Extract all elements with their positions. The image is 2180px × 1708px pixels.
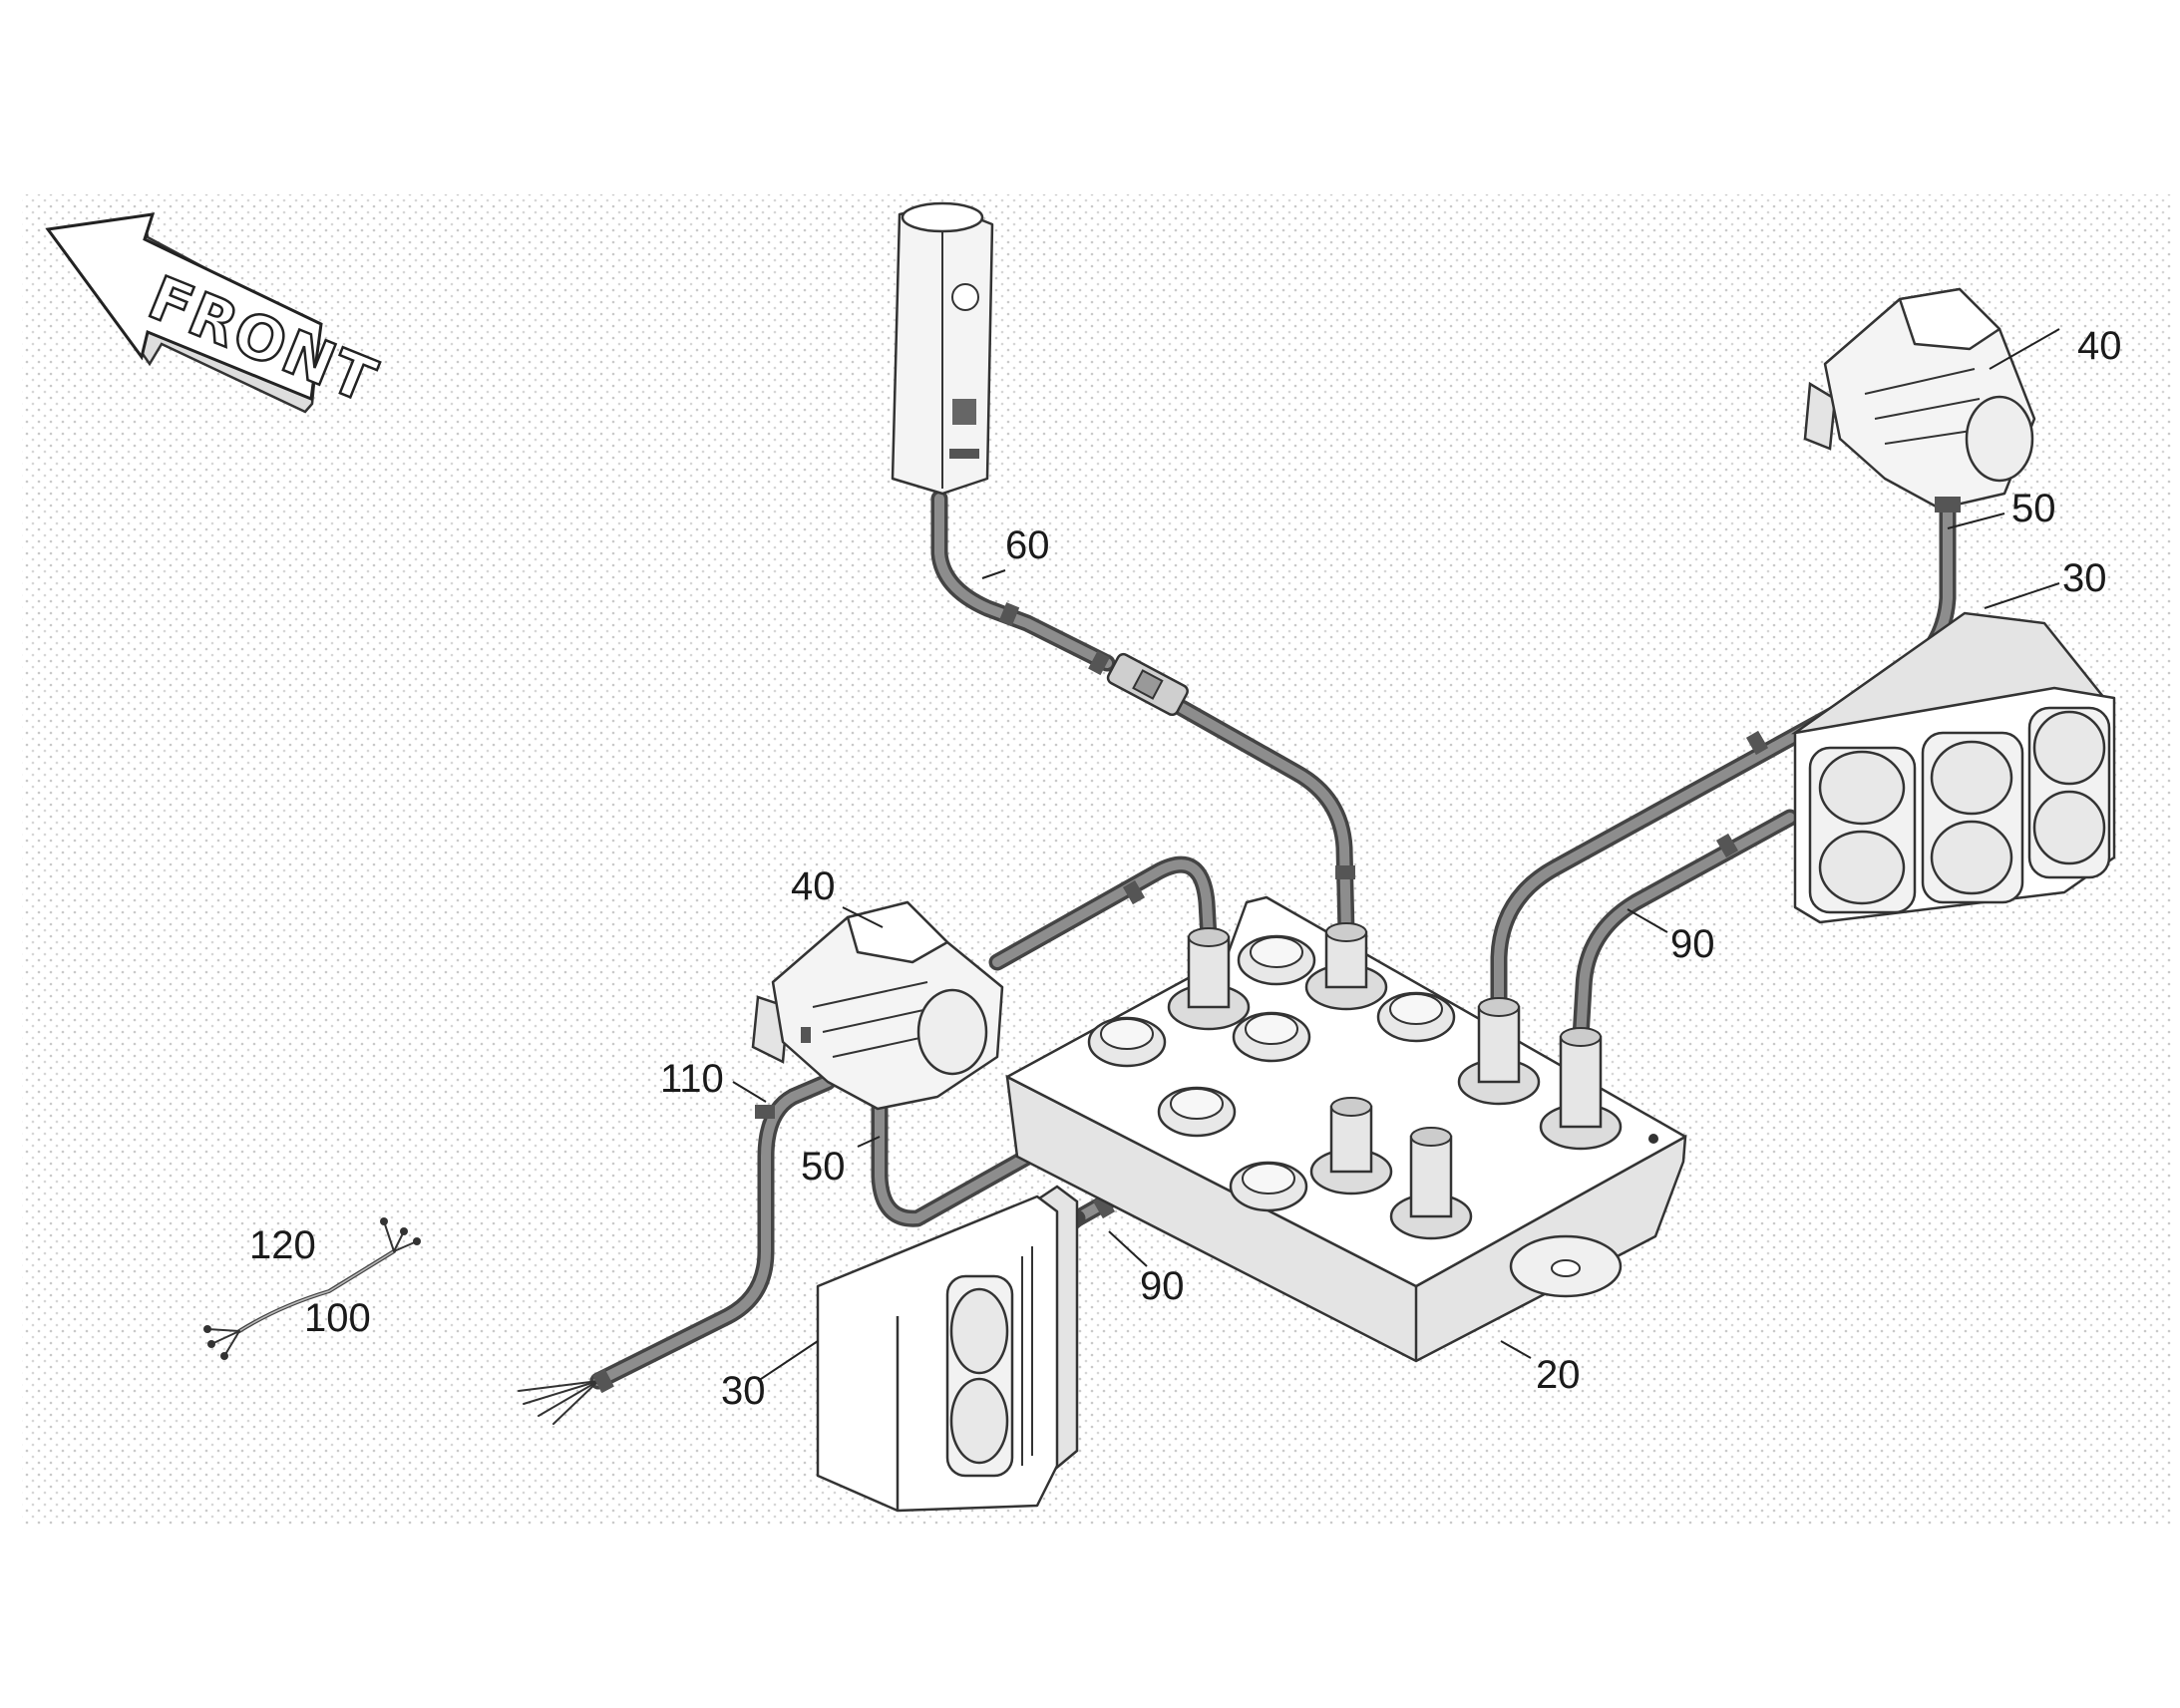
junction-box — [1005, 895, 1687, 1363]
cable-glands — [1167, 922, 1623, 1240]
blanking-plugs — [1087, 934, 1456, 1212]
side-marker-right — [1803, 287, 2036, 512]
leader-lines — [732, 328, 2060, 1382]
ref-side-marker-left: 40 — [791, 864, 836, 908]
lamp-cable-right — [1572, 809, 1799, 1046]
ref-loose-harness-b: 100 — [304, 1296, 371, 1340]
ref-marker-cable-left: 50 — [801, 1145, 846, 1189]
marker-link-cable — [988, 855, 1218, 971]
ref-marker-cable-right: 50 — [2011, 487, 2056, 530]
rear-lamp-right — [1791, 611, 2116, 924]
sensor-cable — [930, 490, 1355, 941]
gland — [1304, 922, 1388, 1011]
ref-lamp-cable-left: 90 — [1140, 1264, 1185, 1308]
side-marker-left — [751, 900, 1004, 1111]
ref-rear-lamp-left: 30 — [721, 1369, 766, 1413]
ref-junction-box: 20 — [1536, 1353, 1581, 1397]
gland — [1539, 1027, 1623, 1151]
ref-supply-cable: 110 — [660, 1057, 724, 1101]
ref-side-marker-right: 40 — [2077, 324, 2122, 368]
gland — [1389, 1127, 1473, 1240]
loose-harness — [203, 1217, 421, 1360]
reference-numerals: 40 50 30 60 90 40 110 50 90 30 20 120 10… — [249, 324, 2122, 1413]
rear-lamp-left — [816, 1185, 1079, 1513]
sensor-unit — [891, 201, 994, 496]
supply-wire-ends — [518, 1380, 599, 1425]
ref-lamp-cable-right: 90 — [1670, 922, 1715, 966]
marker-cable-right — [1490, 495, 1957, 1016]
gland — [1309, 1097, 1393, 1196]
supply-cable — [518, 1073, 837, 1425]
ref-sensor-cable: 60 — [1005, 523, 1050, 567]
inline-connector — [1106, 652, 1189, 717]
gland — [1167, 927, 1251, 1031]
ref-rear-lamp-right: 30 — [2062, 556, 2107, 600]
gland — [1457, 997, 1541, 1106]
ref-loose-harness-a: 120 — [249, 1223, 316, 1267]
